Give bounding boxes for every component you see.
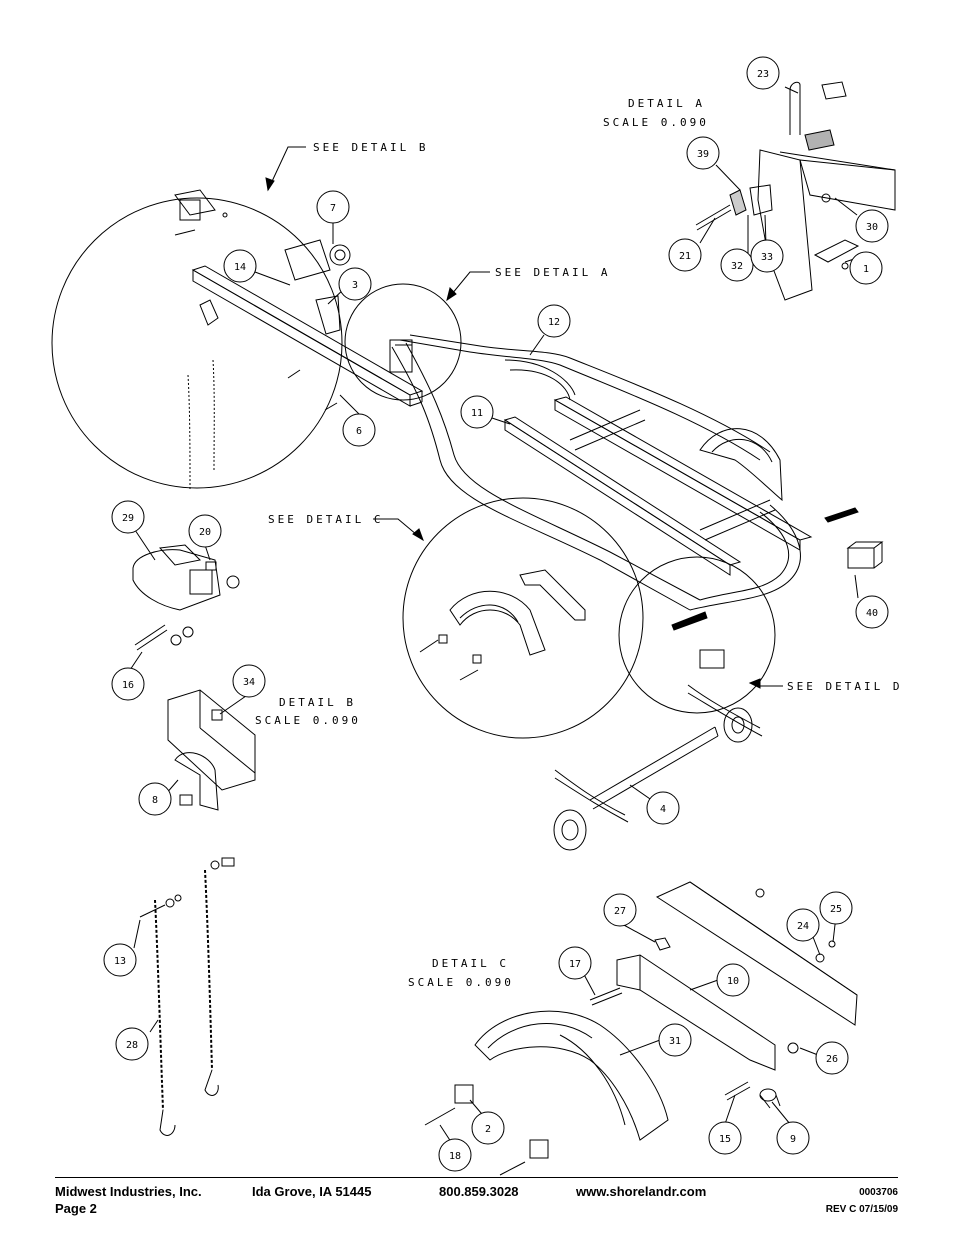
part-label-9: 9 bbox=[790, 1134, 796, 1145]
detail-labels: SEE DETAIL B SEE DETAIL A SEE DETAIL C S… bbox=[255, 97, 902, 989]
detail-a-circle bbox=[344, 283, 462, 401]
detail-b-scale: SCALE 0.090 bbox=[255, 714, 361, 727]
part-label-11: 11 bbox=[471, 408, 483, 419]
part-label-20: 20 bbox=[199, 527, 211, 538]
part-label-7: 7 bbox=[330, 203, 336, 214]
part-label-15: 15 bbox=[719, 1134, 731, 1145]
footer-website: www.shorelandr.com bbox=[576, 1184, 707, 1199]
part-label-24: 24 bbox=[797, 921, 809, 932]
part-label-1: 1 bbox=[863, 264, 869, 275]
part-label-17: 17 bbox=[569, 959, 581, 970]
detail-b-expanded bbox=[132, 544, 256, 811]
detail-b-inner-parts bbox=[174, 189, 351, 491]
part-label-13: 13 bbox=[114, 956, 126, 967]
safety-chains bbox=[139, 857, 235, 1136]
part-label-18: 18 bbox=[449, 1151, 461, 1162]
leader-lines bbox=[129, 86, 859, 1149]
part-label-29: 29 bbox=[122, 513, 134, 524]
part-label-8: 8 bbox=[152, 795, 158, 806]
detail-d-circle bbox=[618, 556, 776, 714]
detail-c-expanded bbox=[424, 881, 858, 1176]
detail-b-title: DETAIL B bbox=[279, 696, 356, 709]
part-label-32: 32 bbox=[731, 261, 743, 272]
part-label-30: 30 bbox=[866, 222, 878, 233]
detail-a-parts bbox=[695, 81, 896, 301]
see-detail-b-label: SEE DETAIL B bbox=[313, 141, 428, 154]
detail-c-circle bbox=[402, 497, 644, 739]
detail-c-inner-parts bbox=[419, 569, 586, 681]
part-label-31: 31 bbox=[669, 1036, 681, 1047]
part-label-34: 34 bbox=[243, 677, 255, 688]
part-label-21: 21 bbox=[679, 251, 691, 262]
part-label-6: 6 bbox=[356, 426, 362, 437]
part-balloons bbox=[103, 56, 889, 1172]
footer-page-number: Page 2 bbox=[55, 1201, 97, 1216]
footer-phone: 800.859.3028 bbox=[439, 1184, 519, 1199]
part-label-23: 23 bbox=[757, 69, 769, 80]
part-label-12: 12 bbox=[548, 317, 560, 328]
part-numbers: 23 39 30 1 21 32 33 7 14 3 6 12 11 40 29… bbox=[114, 69, 878, 1162]
see-detail-c-label: SEE DETAIL C bbox=[268, 513, 383, 526]
see-detail-d-label: SEE DETAIL D bbox=[787, 680, 902, 693]
part-label-14: 14 bbox=[234, 262, 246, 273]
main-frame bbox=[191, 265, 884, 851]
part-label-28: 28 bbox=[126, 1040, 138, 1051]
footer-doc-number: 0003706 bbox=[859, 1187, 898, 1198]
footer-company: Midwest Industries, Inc. bbox=[55, 1184, 202, 1199]
callout-pointers bbox=[265, 146, 783, 689]
footer-revision: REV C 07/15/09 bbox=[825, 1204, 898, 1215]
part-label-27: 27 bbox=[614, 906, 626, 917]
detail-a-scale: SCALE 0.090 bbox=[603, 116, 709, 129]
part-label-2: 2 bbox=[485, 1124, 491, 1135]
part-label-40: 40 bbox=[866, 608, 878, 619]
detail-c-title: DETAIL C bbox=[432, 957, 509, 970]
see-detail-a-label: SEE DETAIL A bbox=[495, 266, 610, 279]
part-label-25: 25 bbox=[830, 904, 842, 915]
part-label-33: 33 bbox=[761, 252, 773, 263]
part-label-16: 16 bbox=[122, 680, 134, 691]
part-label-39: 39 bbox=[697, 149, 709, 160]
footer-location: Ida Grove, IA 51445 bbox=[252, 1184, 372, 1199]
part-label-3: 3 bbox=[352, 280, 358, 291]
page-footer: Midwest Industries, Inc. Page 2 Ida Grov… bbox=[55, 1177, 898, 1228]
detail-c-scale: SCALE 0.090 bbox=[408, 976, 514, 989]
detail-b-circle bbox=[51, 197, 343, 489]
part-label-26: 26 bbox=[826, 1054, 838, 1065]
detail-a-title: DETAIL A bbox=[628, 97, 705, 110]
part-label-4: 4 bbox=[660, 804, 666, 815]
part-label-10: 10 bbox=[727, 976, 739, 987]
